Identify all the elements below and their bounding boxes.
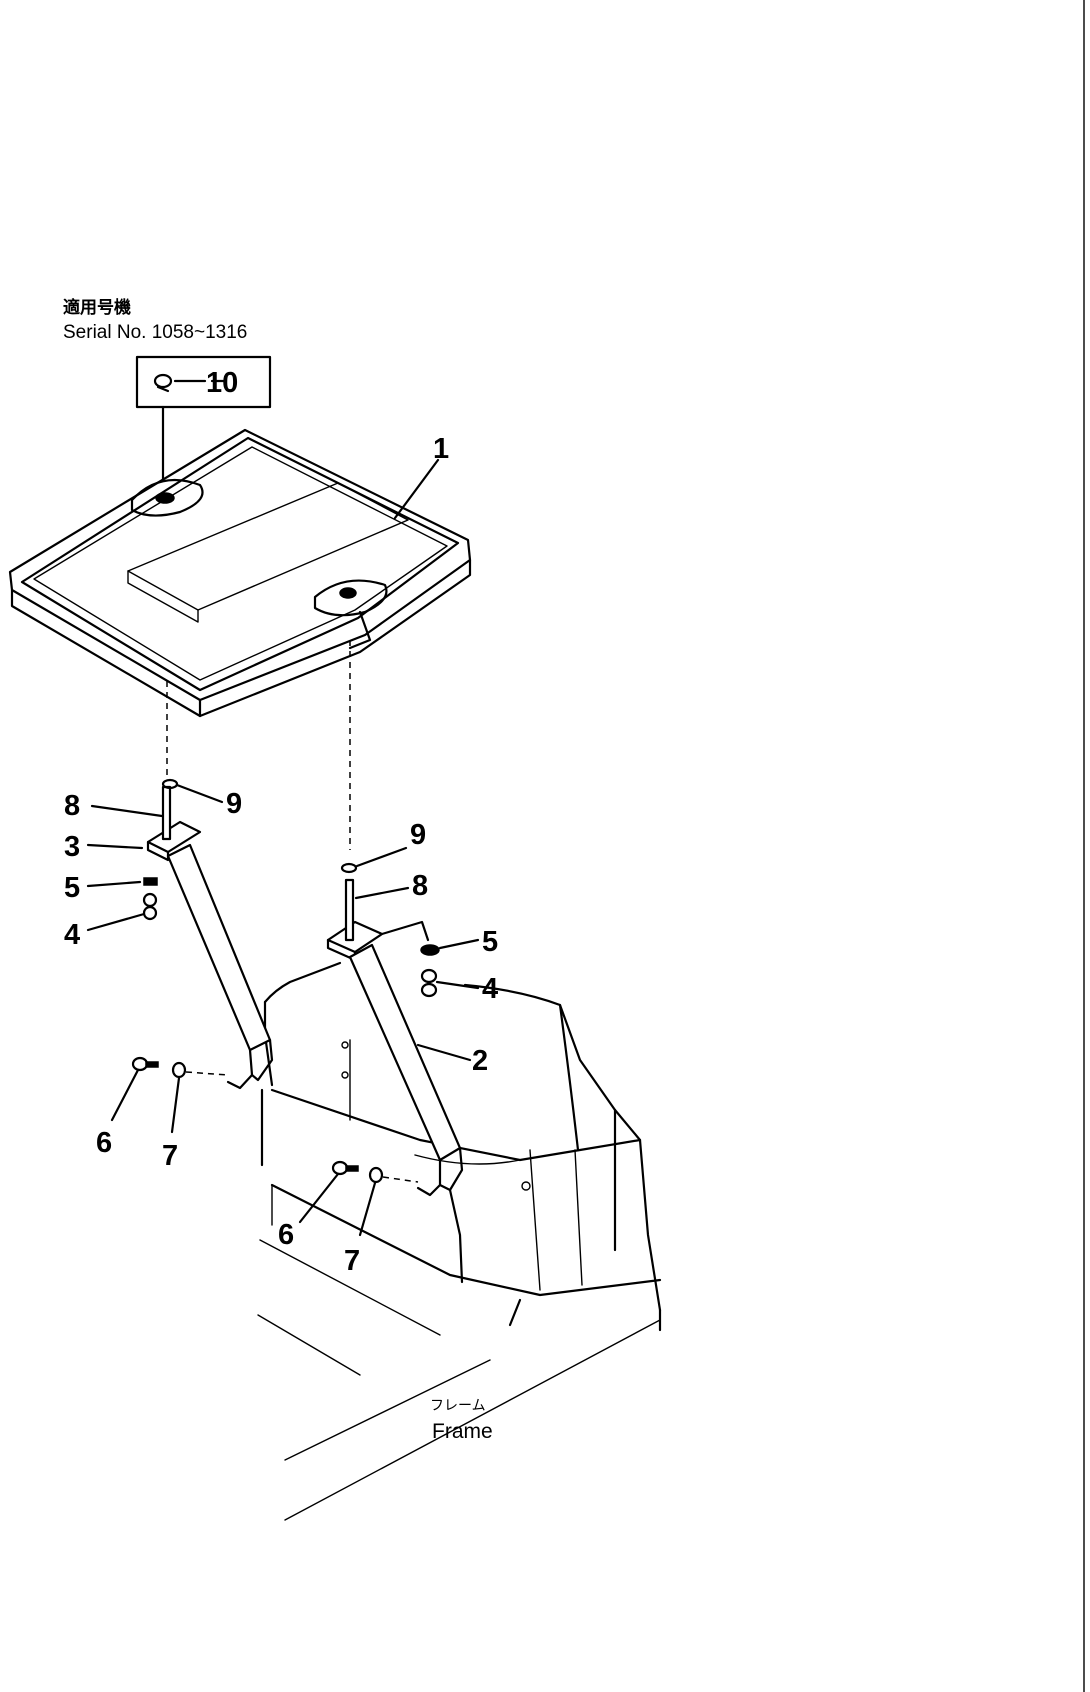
leader-line-1 [393,458,440,520]
leader-line-4-left [86,912,146,932]
callout-9-right: 9 [410,819,426,851]
leader-line-7-left [170,1076,181,1134]
canopy-roof-part-1 [8,428,472,718]
washer-part-5-left [143,877,158,886]
callout-3: 3 [64,831,80,863]
leader-line-9-right [355,846,408,868]
bolt-hole-right [339,587,357,599]
callout-6-left: 6 [96,1127,112,1159]
leader-line-9-left [175,783,224,804]
serial-number-range: Serial No. 1058~1316 [63,322,247,343]
washer-part-7-right [368,1166,384,1184]
washer-part-7-left [171,1061,187,1079]
callout-5-left: 5 [64,872,80,904]
callout-7-left: 7 [162,1140,178,1172]
frame-label-jp: フレーム [430,1397,486,1413]
callout-4-right: 4 [482,973,498,1005]
callout-2: 2 [472,1045,488,1077]
callout-9-left: 9 [226,788,242,820]
leader-line-5-right [438,938,480,950]
leader-line-2 [416,1043,472,1062]
callout-5-right: 5 [482,926,498,958]
machine-frame-body [257,961,662,1521]
left-support-stay-part-3 [146,820,274,1167]
leader-line-5-left [86,880,142,888]
callout-7-right: 7 [344,1245,360,1277]
callout-8-right: 8 [412,870,428,902]
bolt-part-6-right [331,1160,359,1176]
right-support-stay-part-2 [326,920,464,1284]
bolt-part-4-right [420,968,438,998]
callout-6-right: 6 [278,1219,294,1251]
inset-box-part-10: 10 [135,355,272,409]
pin-part-8-right [344,878,355,942]
callout-1: 1 [433,433,449,465]
leader-line-3 [86,843,144,850]
leader-line-4-right [435,980,480,990]
leader-line-8-right [354,886,410,900]
callout-10: 10 [206,367,238,399]
bolt-part-6-left [131,1056,159,1072]
clip-part-9-right [340,862,358,874]
bracket-line-right [380,920,430,942]
callout-4-left: 4 [64,919,80,951]
washer-part-5-right [420,944,440,956]
bolt-part-4-left [142,892,158,921]
frame-label-en: Frame [432,1420,493,1443]
pin-part-8-left [161,785,172,841]
bolt-hole-left [155,492,175,504]
leader-line-8-left [90,804,164,818]
leader-line-6-right [298,1172,340,1224]
leader-line-7-right [358,1181,377,1237]
leader-line-6-left [110,1068,140,1122]
plug-icon [153,373,173,393]
callout-8-left: 8 [64,790,80,822]
applicability-jp-label: 適用号機 [63,297,131,317]
